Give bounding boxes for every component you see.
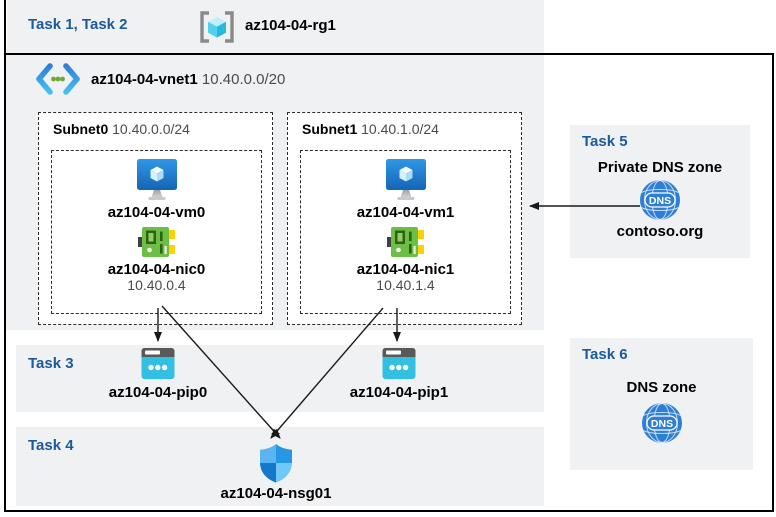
pip0-name: az104-04-pip0 <box>108 384 208 401</box>
nsg-group: az104-04-nsg01 <box>206 443 346 502</box>
vm1-name: az104-04-vm1 <box>356 204 455 221</box>
subnet0-label: Subnet0 10.40.0.0/24 <box>53 121 190 137</box>
virtual-machine-icon <box>134 156 180 202</box>
task6-box: Task 6 DNS zone DNS <box>570 338 753 470</box>
dns-icon-text: DNS <box>649 195 671 207</box>
task-5-label: Task 5 <box>582 133 628 150</box>
virtual-machine-icon <box>383 156 429 202</box>
dns-zone-icon: DNS <box>639 179 681 221</box>
task-3-label: Task 3 <box>28 355 74 372</box>
private-dns-zone-title: Private DNS zone <box>597 159 723 176</box>
network-interface-icon <box>137 225 177 259</box>
virtual-network-icon <box>34 61 82 97</box>
dns-zone-icon: DNS <box>641 402 683 444</box>
vnet-cidr: 10.40.0.0/20 <box>201 70 286 88</box>
task-4-label: Task 4 <box>28 437 74 454</box>
vnet-title: az104-04-vnet1 10.40.0.0/20 <box>91 71 285 88</box>
nsg-shield-icon <box>258 443 294 483</box>
resource-group-name: az104-04-rg1 <box>245 17 336 34</box>
network-interface-icon <box>386 225 426 259</box>
public-ip-icon <box>381 346 417 381</box>
nic1-name: az104-04-nic1 <box>356 261 455 278</box>
subnet0-box: Subnet0 10.40.0.0/24 <box>38 112 273 325</box>
task-6-label: Task 6 <box>582 346 628 363</box>
resource-group-band: Task 1, Task 2 az104-04-rg1 <box>7 0 544 53</box>
subnet1-vm-group: az104-04-vm1 az104-04- <box>300 150 511 314</box>
task5-box: Task 5 Private DNS zone DNS contoso.org <box>570 125 750 258</box>
subnet1-label: Subnet1 10.40.1.0/24 <box>302 121 439 137</box>
resource-group-icon <box>197 10 237 44</box>
vm0-name: az104-04-vm0 <box>107 204 206 221</box>
vnet-region: az104-04-vnet1 10.40.0.0/20 Subnet0 10.4… <box>6 55 544 330</box>
subnet1-box: Subnet1 10.40.1.0/24 az104-04-vm1 <box>287 112 522 325</box>
subnet0-vm-group: az104-04-vm0 az104-04- <box>51 150 262 314</box>
pip0-group: az104-04-pip0 <box>88 346 228 401</box>
nic0-ip: 10.40.0.4 <box>127 277 186 293</box>
diagram-frame-left-edge <box>4 0 6 55</box>
task3-band: Task 3 az104-04-pip0 <box>16 345 544 412</box>
task-1-2-label: Task 1, Task 2 <box>28 16 128 33</box>
nic1-ip: 10.40.1.4 <box>376 277 435 293</box>
pip1-name: az104-04-pip1 <box>349 384 449 401</box>
nic0-name: az104-04-nic0 <box>107 261 206 278</box>
public-ip-icon <box>140 346 176 381</box>
nsg-name: az104-04-nsg01 <box>220 485 332 502</box>
dns-icon-text: DNS <box>650 418 672 430</box>
private-dns-zone-name: contoso.org <box>616 223 704 240</box>
pip1-group: az104-04-pip1 <box>329 346 469 401</box>
vnet-name: az104-04-vnet1 <box>91 70 198 88</box>
task4-band: Task 4 az104-04-nsg0 <box>16 427 544 506</box>
diagram-frame <box>4 53 774 512</box>
vnet-header: az104-04-vnet1 10.40.0.0/20 <box>34 61 285 97</box>
dns-zone-title: DNS zone <box>626 379 697 396</box>
